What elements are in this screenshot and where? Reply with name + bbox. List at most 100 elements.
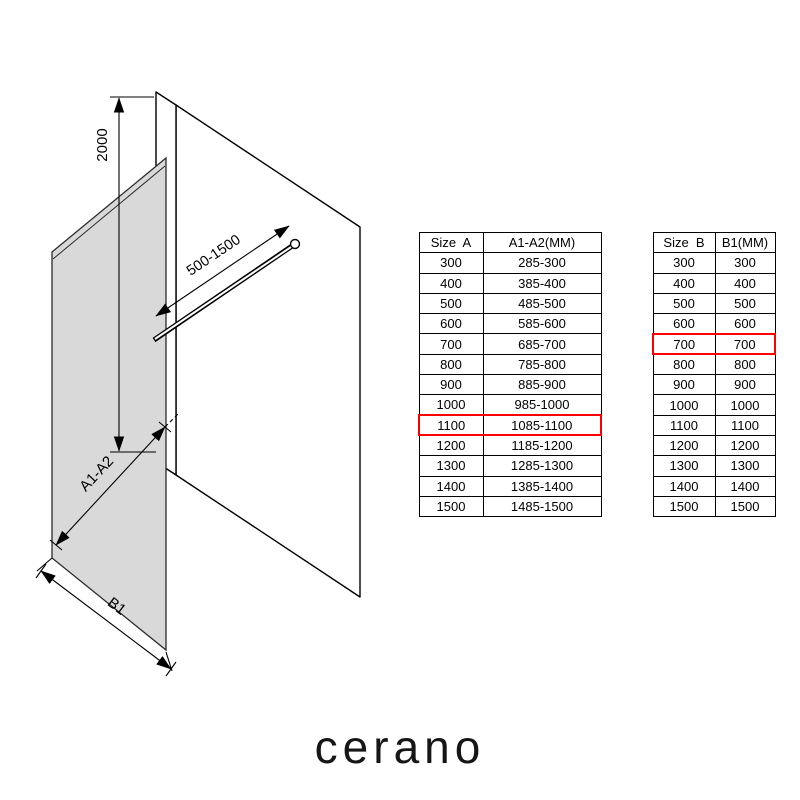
wall-mount-icon: [289, 238, 301, 250]
table-cell: 600: [652, 313, 716, 335]
glass-panel: [51, 156, 167, 652]
brand-logo: cerano: [314, 721, 486, 773]
wall-panel: [155, 91, 361, 598]
table-cell: 1285-1300: [482, 455, 602, 477]
table-cell: 1500: [652, 495, 716, 518]
table-cell: 1400: [714, 475, 776, 497]
table-cell: 400: [714, 272, 776, 294]
table-cell: 1100: [714, 414, 776, 436]
table-cell: 300: [714, 252, 776, 274]
table-cell: 1000: [418, 394, 484, 416]
table-cell: 700: [418, 333, 484, 355]
a1-a2-col-header: A1-A2(MM): [482, 231, 602, 254]
table-cell: 400: [652, 272, 716, 294]
size-b-header-row: Size B B1(MM): [652, 231, 776, 254]
table-cell: 285-300: [482, 252, 602, 274]
dimension-width: [49, 413, 179, 551]
table-cell: 1400: [652, 475, 716, 497]
table-cell: 1485-1500: [482, 495, 602, 518]
table-cell: 885-900: [482, 374, 602, 396]
table-cell: 800: [714, 353, 776, 376]
table-cell: 600: [418, 313, 484, 335]
size-a-col-header: Size A: [418, 231, 484, 254]
table-cell: 900: [418, 374, 484, 396]
table-cell: 1300: [418, 455, 484, 477]
technical-diagram: 2000 500-1500 A1-A2 B1: [35, 91, 361, 677]
table-cell: 500: [418, 292, 484, 315]
table-cell: 300: [652, 252, 716, 274]
table-cell: 1300: [714, 455, 776, 477]
table-cell: 500: [714, 292, 776, 315]
b1-col-header: B1(MM): [714, 231, 776, 254]
table-cell: 1385-1400: [482, 475, 602, 497]
table-cell: 1300: [652, 455, 716, 477]
size-a-header-row: Size A A1-A2(MM): [418, 231, 602, 254]
table-cell: 985-1000: [482, 394, 602, 416]
table-cell: 500: [652, 292, 716, 315]
table-cell: 700: [714, 332, 776, 356]
table-cell: 1500: [714, 495, 776, 518]
height-dimension-label: 2000: [94, 128, 111, 161]
dimension-bar: [155, 225, 290, 317]
table-cell: 385-400: [482, 272, 602, 294]
table-cell: 700: [652, 332, 716, 356]
dimension-bottom: [35, 557, 177, 677]
table-cell: 1000: [652, 394, 716, 416]
table-cell: 685-700: [482, 333, 602, 355]
table-cell: 1200: [652, 434, 716, 457]
table-cell: 600: [714, 313, 776, 335]
table-cell: 1100: [652, 414, 716, 436]
table-cell: 800: [652, 353, 716, 376]
table-cell: 785-800: [482, 353, 602, 376]
table-cell: 1400: [418, 475, 484, 497]
table-cell: 1000: [714, 394, 776, 416]
table-cell: 1200: [418, 434, 484, 457]
table-cell: 585-600: [482, 313, 602, 335]
glass-top-profile: [52, 165, 166, 260]
table-cell: 1185-1200: [482, 434, 602, 457]
table-cell: 1500: [418, 495, 484, 518]
table-cell: 900: [652, 374, 716, 396]
table-cell: 1200: [714, 434, 776, 457]
table-cell: 1100: [418, 414, 484, 437]
table-cell: 485-500: [482, 292, 602, 315]
table-cell: 300: [418, 252, 484, 274]
table-cell: 1085-1100: [482, 414, 602, 437]
table-cell: 900: [714, 374, 776, 396]
table-cell: 400: [418, 272, 484, 294]
table-cell: 800: [418, 353, 484, 376]
size-b-col-header: Size B: [652, 231, 716, 254]
